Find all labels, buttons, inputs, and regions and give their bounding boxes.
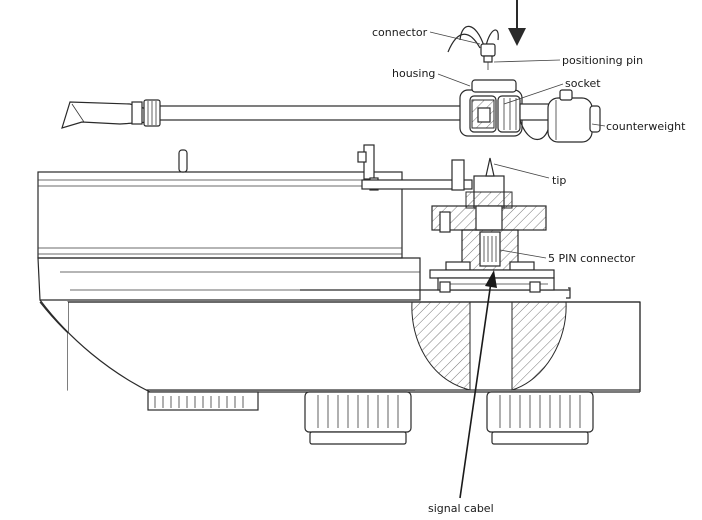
foot-right: [486, 391, 594, 445]
counterweight-part: [547, 89, 601, 143]
label-5-pin-connector: 5 PIN connector: [548, 252, 636, 265]
label-tip: tip: [552, 174, 566, 187]
label-counterweight: counterweight: [606, 120, 686, 133]
insertion-arrow: [508, 0, 526, 46]
label-pointers: [429, 31, 606, 259]
label-connector: connector: [372, 26, 428, 39]
label-socket: socket: [565, 77, 601, 90]
label-signal-cable: signal cabel: [428, 502, 494, 515]
foot-left: [304, 391, 412, 445]
mounting-plate: [429, 269, 571, 299]
connector-plug: [447, 25, 499, 70]
label-positioning-pin: positioning pin: [562, 54, 643, 67]
label-housing: housing: [392, 67, 435, 80]
armboard-bar: [361, 159, 473, 191]
vent-slots: [154, 396, 244, 408]
tonearm-base: [431, 157, 547, 271]
tonearm: [61, 99, 469, 129]
turntable-plinth: [39, 299, 641, 411]
labels: connector positioning pin housing socket…: [372, 26, 686, 515]
platter: [37, 149, 570, 301]
signal-cable-arrow: [459, 270, 497, 499]
pivot-housing: [459, 79, 551, 140]
